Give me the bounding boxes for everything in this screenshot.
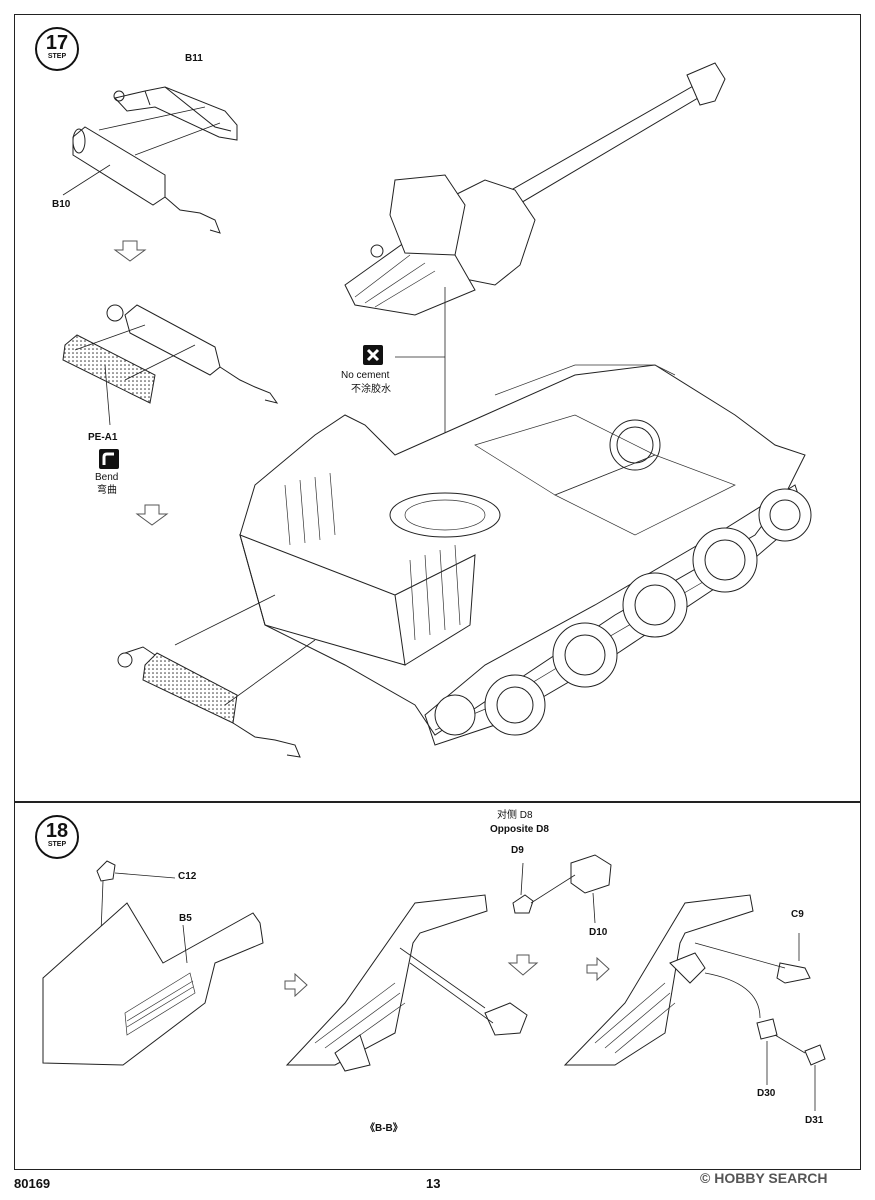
label-opposite-cn: 对侧 D8: [497, 810, 533, 821]
down-arrow-3: [507, 954, 539, 976]
d30-part: [756, 1018, 778, 1040]
label-c9: C9: [791, 909, 804, 920]
step-number: 18: [45, 820, 69, 842]
step-18-badge: 18 STEP: [35, 815, 79, 859]
label-b11: B11: [185, 53, 203, 64]
d10-part: [570, 854, 612, 894]
step-17-badge: 17 STEP: [35, 27, 79, 71]
side-armor-left: [42, 902, 264, 1066]
muffler-assembly-bottom: [117, 646, 301, 758]
c12-part: [96, 860, 116, 882]
b11-part: [113, 86, 238, 141]
gun-assembly: [344, 62, 726, 316]
step-18-drawing: [42, 854, 826, 1111]
label-no-cement-cn: 不涂胶水: [351, 384, 391, 395]
d10-small-box: [484, 1002, 528, 1036]
label-pe-a1: PE-A1: [88, 432, 118, 443]
label-bend-cn: 弯曲: [97, 485, 117, 496]
bend-icon: [99, 449, 119, 469]
c9-part: [776, 962, 811, 984]
side-frame-right: [563, 894, 754, 1066]
watermark: © HOBBY SEARCH: [700, 1170, 828, 1186]
right-arrow-2: [586, 956, 610, 982]
no-cement-icon: [363, 345, 383, 365]
label-d30: D30: [757, 1088, 776, 1099]
label-b5: B5: [179, 913, 192, 924]
label-b10: B10: [52, 199, 71, 210]
step-number: 17: [45, 32, 69, 54]
label-opposite-en: Opposite D8: [490, 824, 549, 835]
copyright-icon: ©: [700, 1170, 711, 1186]
label-no-cement: No cement: [341, 370, 390, 381]
step-18-panel: 18 STEP C12 B5 对侧 D8 Opposite D8 D9 D10 …: [14, 802, 861, 1170]
label-c12: C12: [178, 871, 197, 882]
d31-part: [804, 1044, 826, 1066]
page-number: 13: [426, 1176, 441, 1191]
step-word: STEP: [47, 53, 67, 60]
label-bend: Bend: [95, 472, 119, 483]
label-section-bb: 《B-B》: [365, 1123, 403, 1134]
step-17-drawing: [62, 62, 812, 758]
label-d31: D31: [805, 1115, 824, 1126]
d9-part: [512, 894, 534, 914]
label-d9: D9: [511, 845, 524, 856]
watermark-text: HOBBY SEARCH: [714, 1170, 828, 1186]
vehicle-hull: [239, 364, 812, 746]
right-arrow-1: [284, 972, 308, 998]
down-arrow-1: [113, 240, 147, 262]
step-word: STEP: [47, 841, 67, 848]
down-arrow-2: [135, 504, 169, 526]
step-17-panel: 17 STEP B11 B10 PE-A1 Bend 弯曲 No cement …: [14, 14, 861, 802]
kit-number: 80169: [14, 1176, 51, 1191]
side-frame-middle: [285, 894, 488, 1072]
b10-part: [72, 126, 221, 234]
label-d10: D10: [589, 927, 608, 938]
muffler-assembly-middle: [62, 304, 279, 404]
